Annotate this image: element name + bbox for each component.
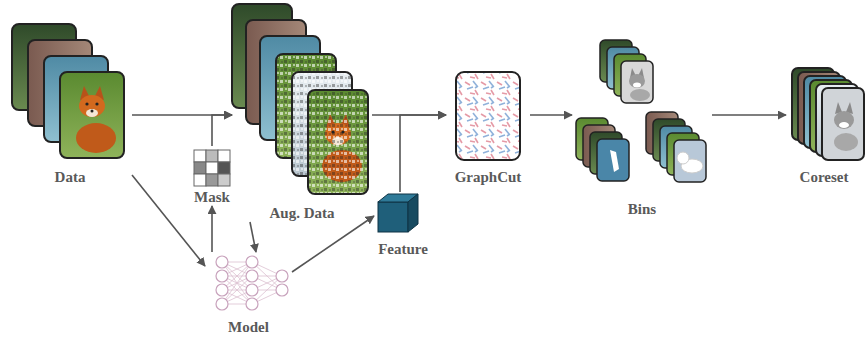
image-stack: Coreset bbox=[786, 66, 862, 186]
fox-head bbox=[79, 95, 105, 117]
node-label: Data bbox=[55, 168, 86, 186]
fox-eye bbox=[85, 102, 88, 105]
feature-cube: Feature bbox=[374, 192, 432, 258]
mask-cell bbox=[218, 150, 230, 162]
graph-panel: GraphCut bbox=[446, 70, 530, 186]
mask-cell bbox=[218, 174, 230, 186]
fox-nose bbox=[91, 110, 94, 113]
image-card bbox=[597, 139, 629, 181]
fox-muzzle bbox=[839, 122, 849, 128]
nn-neuron bbox=[216, 298, 228, 310]
node-label: Coreset bbox=[800, 168, 849, 186]
fox-muzzle bbox=[86, 109, 98, 117]
bird-shape bbox=[610, 150, 619, 172]
node-label: GraphCut bbox=[455, 168, 522, 186]
flow-arrow bbox=[211, 206, 213, 252]
fox-body bbox=[76, 123, 116, 153]
wolf-head bbox=[677, 152, 689, 164]
neural-network: Model bbox=[205, 252, 292, 336]
node-label: Bins bbox=[628, 200, 656, 218]
fox-head bbox=[834, 111, 854, 129]
flow-arrow bbox=[250, 222, 256, 252]
flow-arrow bbox=[292, 216, 374, 272]
cube-face bbox=[408, 194, 418, 232]
node-label: Aug. Data bbox=[269, 204, 334, 222]
image-card bbox=[822, 88, 864, 160]
nn-neuron bbox=[246, 270, 258, 282]
graph-panel bbox=[456, 72, 520, 160]
bin-group: Bins bbox=[572, 38, 712, 218]
nn-link bbox=[222, 262, 252, 304]
mask-cell bbox=[206, 162, 218, 174]
image-card bbox=[60, 72, 124, 158]
mask-grid: Mask bbox=[188, 146, 236, 206]
nn-neuron bbox=[216, 270, 228, 282]
flow-arrow bbox=[132, 175, 205, 266]
nn-neuron bbox=[246, 284, 258, 296]
mask-cell bbox=[206, 150, 218, 162]
fox-eye bbox=[95, 102, 98, 105]
image-card bbox=[308, 90, 368, 194]
nn-neuron bbox=[216, 284, 228, 296]
fox-body bbox=[834, 133, 858, 151]
nn-neuron bbox=[246, 256, 258, 268]
mask-cell bbox=[206, 174, 218, 186]
nn-neuron bbox=[276, 270, 288, 282]
fox-head bbox=[629, 74, 645, 88]
image-stack: Data bbox=[8, 22, 132, 186]
node-label: Model bbox=[228, 318, 269, 336]
image-card bbox=[674, 140, 706, 182]
mask-overlay bbox=[309, 91, 367, 193]
fox-muzzle bbox=[633, 83, 641, 88]
mask-cell bbox=[194, 150, 206, 162]
flow-arrow bbox=[530, 114, 572, 116]
flow-arrow bbox=[400, 115, 446, 192]
mask-cell bbox=[194, 162, 206, 174]
image-stack: Aug. Data bbox=[232, 4, 372, 222]
image-card bbox=[621, 61, 653, 103]
nn-link bbox=[222, 262, 252, 304]
node-label: Mask bbox=[194, 188, 230, 206]
node-label: Feature bbox=[378, 240, 428, 258]
mask-cell bbox=[194, 174, 206, 186]
flow-arrow bbox=[212, 115, 232, 146]
fox-body bbox=[630, 89, 650, 101]
nn-neuron bbox=[216, 256, 228, 268]
cube-face bbox=[378, 202, 408, 232]
graph-panel bbox=[456, 72, 520, 160]
flow-arrow bbox=[712, 114, 786, 116]
nn-neuron bbox=[246, 298, 258, 310]
nn-neuron bbox=[276, 284, 288, 296]
mask-cell bbox=[218, 162, 230, 174]
